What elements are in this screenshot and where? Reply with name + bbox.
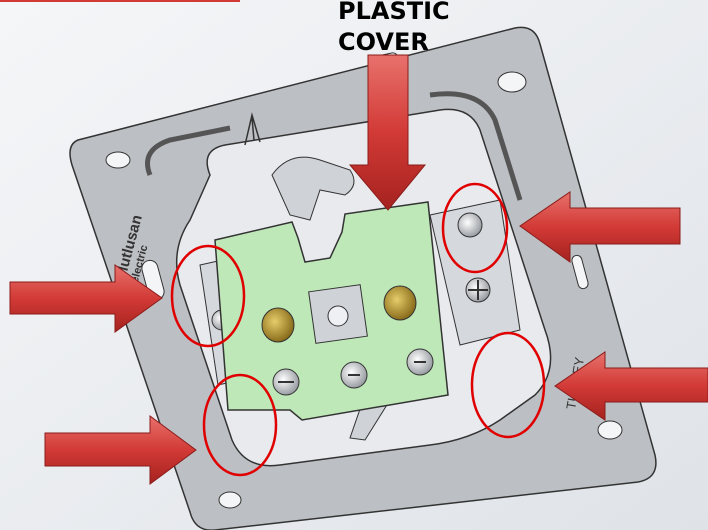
- arrow-left-bottom-right: [554, 351, 708, 421]
- highlight-circle-bottom-right: [470, 331, 546, 439]
- label-line-1: PLASTIC: [338, 0, 450, 25]
- arrow-right-bottom-left: [44, 415, 197, 485]
- arrow-down-plastic-cover: [348, 54, 427, 211]
- arrow-right-left: [9, 264, 163, 333]
- arrow-left-top-right: [519, 191, 681, 263]
- plastic-cover-label: PLASTIC COVER: [338, 0, 450, 58]
- highlight-circle-bottom-left: [202, 373, 278, 477]
- highlight-circle-left: [170, 244, 246, 348]
- highlight-circle-top-right: [441, 182, 509, 274]
- label-line-2: COVER: [338, 28, 429, 56]
- plastic-cover: [214, 201, 449, 421]
- up-arrow-marking: [244, 112, 261, 146]
